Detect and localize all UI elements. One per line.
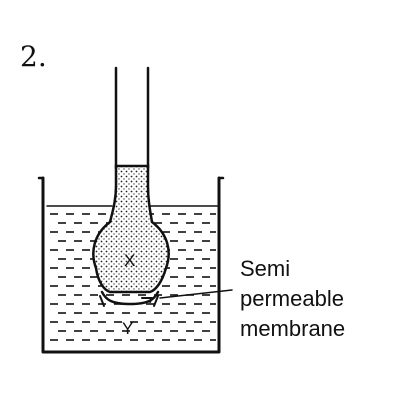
semipermeable-membrane [99, 290, 160, 307]
label-y: Y [122, 319, 133, 338]
thistle-funnel [92, 66, 170, 294]
membrane-label-line1: Semi [240, 256, 290, 281]
membrane-label-line2: permeable [240, 286, 344, 311]
label-x: X [124, 251, 135, 270]
beaker [37, 176, 225, 354]
question-number: 2. [20, 40, 47, 73]
membrane-pointer-line [159, 289, 233, 299]
membrane-label-line3: membrane [240, 316, 345, 341]
solution-x-fill [92, 164, 170, 294]
